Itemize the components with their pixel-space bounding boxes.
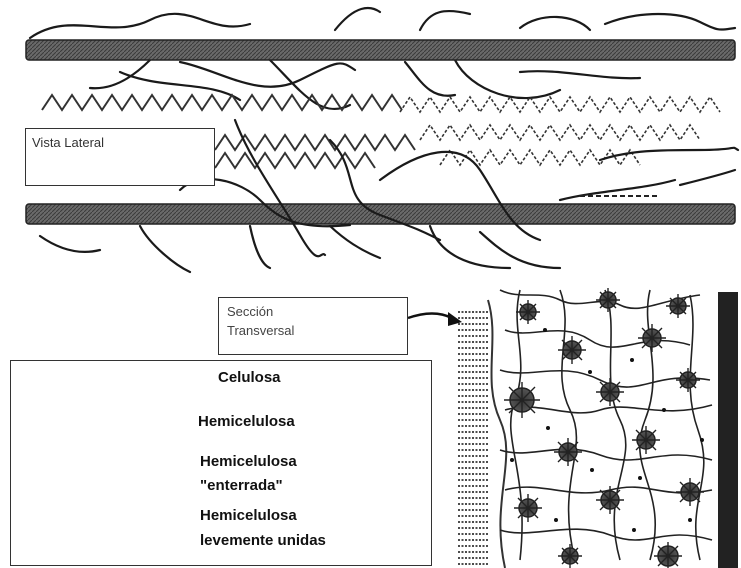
legend-label-buried-line1: Hemicelulosa (200, 452, 297, 472)
pointer-arrow (408, 314, 452, 319)
hemicellulose-wave-dashed (400, 97, 720, 165)
hemicellulose-layer-stack (458, 312, 488, 564)
legend-label-loose-line2: levemente unidas (200, 531, 326, 551)
cellulose-fiber-top (26, 40, 735, 60)
cross-section-label-line1: Sección (227, 302, 399, 321)
cell-wall-edge (718, 292, 738, 568)
cross-section-view (408, 288, 738, 568)
legend-label-buried-line2: "enterrada" (200, 476, 283, 496)
side-view-label-box: Vista Lateral (25, 128, 215, 186)
cross-section-label-box: Sección Transversal (218, 297, 408, 355)
cellulose-cross-sections (510, 292, 699, 566)
section-boundary (488, 300, 506, 568)
cross-section-label-line2: Transversal (227, 321, 399, 340)
legend-label-cellulose: Celulosa (218, 368, 281, 388)
hemicellulose-network (500, 290, 712, 560)
cellulose-fiber-bottom (26, 204, 735, 224)
side-view-label: Vista Lateral (32, 135, 104, 150)
legend-label-loose-line1: Hemicelulosa (200, 506, 297, 526)
legend-label-hemicellulose: Hemicelulosa (198, 412, 295, 432)
cellulose-cross-section-spikes (504, 288, 704, 568)
